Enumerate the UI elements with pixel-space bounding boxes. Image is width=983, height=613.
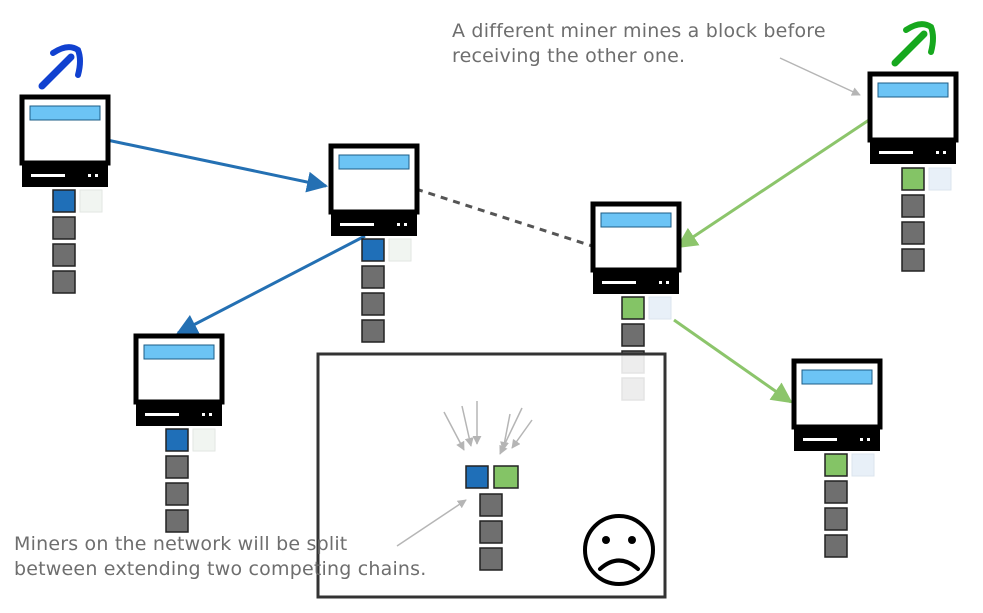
computer-icon-node-4 [136, 336, 222, 426]
connection-arrows [106, 118, 870, 404]
top-note-pointer [779, 57, 861, 96]
top-annotation-line-1: A different miner mines a block before [452, 20, 826, 42]
dashed-link-node2-node3 [415, 187, 593, 248]
bottom-annotation: Miners on the network will be split betw… [14, 532, 427, 582]
arrow-miner2-to-node3 [676, 118, 870, 249]
inset-miner-arrows [443, 401, 533, 455]
arrow-node2-to-node4 [176, 234, 366, 335]
bottom-note-pointer [396, 499, 467, 547]
pickaxe-icon-green [891, 21, 936, 67]
computer-icon-miner-green [870, 74, 956, 164]
blockchain-node-4 [165, 428, 216, 533]
computer-icon-node-2 [331, 146, 417, 236]
bottom-annotation-line-2: between extending two competing chains. [14, 558, 427, 580]
top-annotation-line-2: receiving the other one. [452, 45, 686, 67]
blockchain-miner-blue [52, 189, 103, 294]
computer-icon-node-5 [794, 361, 880, 451]
arrow-miner1-to-node2 [106, 138, 329, 193]
computer-icon-miner-blue [22, 97, 108, 187]
computer-icon-node-3 [593, 204, 679, 294]
inset-fork-chain [465, 465, 519, 571]
top-annotation: A different miner mines a block before r… [452, 19, 826, 69]
arrow-node3-to-node5 [673, 318, 793, 404]
blockchain-node-2 [361, 238, 412, 343]
pickaxe-icon-blue [38, 44, 83, 90]
blockchain-node-5 [824, 453, 875, 558]
blockchain-miner-green [901, 167, 952, 272]
bottom-annotation-line-1: Miners on the network will be split [14, 533, 348, 555]
sad-face-icon [583, 514, 655, 586]
